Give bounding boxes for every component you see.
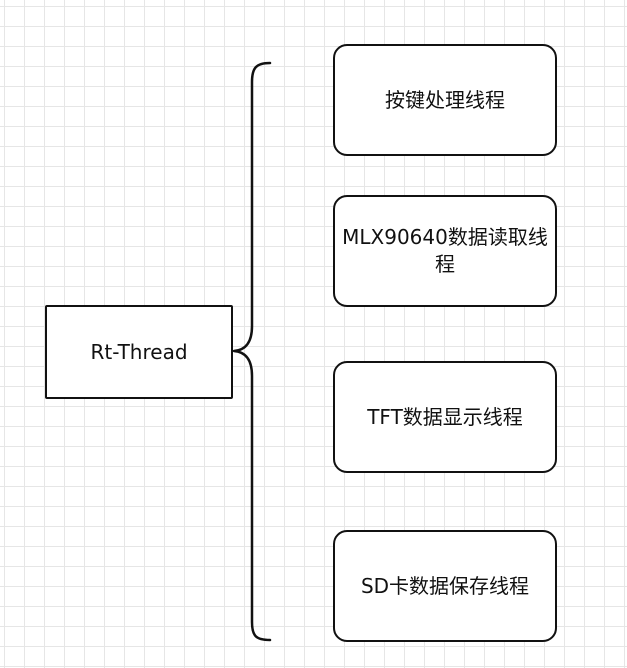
thread-node-label: TFT数据显示线程 [367, 404, 523, 429]
thread-node-key-handling[interactable]: 按键处理线程 [333, 44, 557, 156]
thread-node-tft-display[interactable]: TFT数据显示线程 [333, 361, 557, 473]
thread-node-sd-save[interactable]: SD卡数据保存线程 [333, 530, 557, 642]
thread-node-label: SD卡数据保存线程 [360, 573, 530, 598]
thread-node-label: 按键处理线程 [385, 87, 505, 112]
thread-node-mlx90640-read[interactable]: MLX90640数据读取线程 [333, 195, 557, 307]
thread-node-label: MLX90640数据读取线程 [342, 225, 548, 276]
root-node-rt-thread[interactable]: Rt-Thread [45, 305, 233, 399]
root-node-label: Rt-Thread [90, 339, 188, 364]
